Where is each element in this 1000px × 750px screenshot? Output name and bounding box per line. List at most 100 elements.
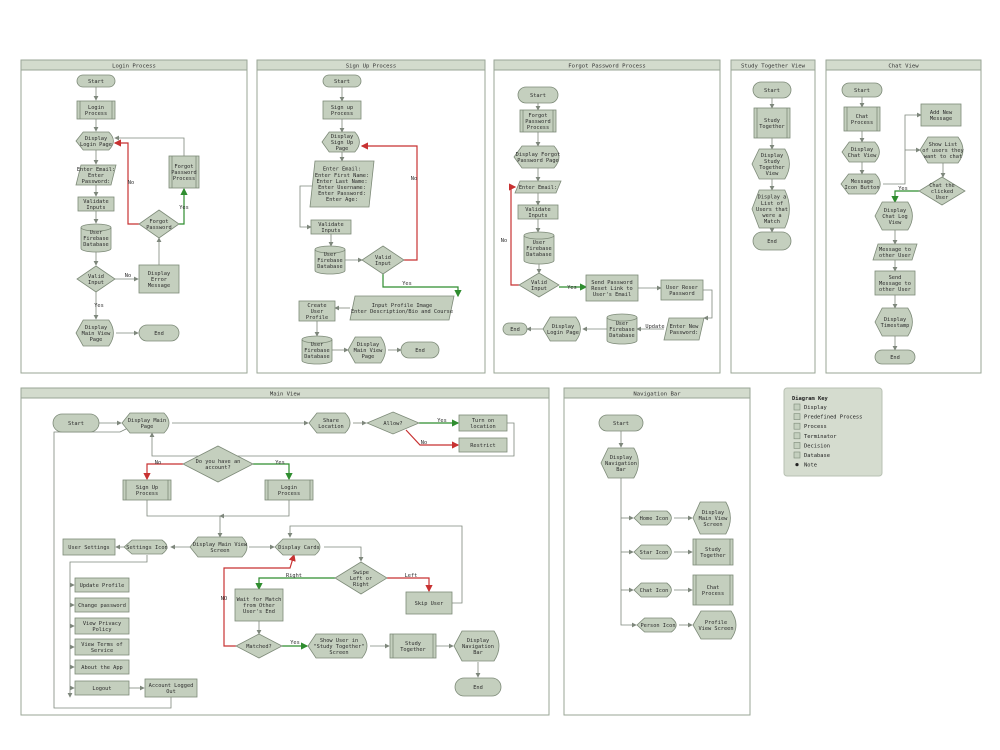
connector (703, 289, 713, 321)
process-label: About the App (81, 665, 122, 671)
node-m-restrict: Restrict (458, 437, 508, 453)
node-m-about: About the App (74, 659, 130, 675)
connector-label: Yes (898, 186, 908, 192)
terminator-label: Start (68, 421, 84, 427)
display-label: Settings Icon (126, 545, 167, 551)
connector-label: No (128, 180, 134, 186)
connector (219, 500, 290, 519)
connector-label: No (421, 440, 427, 446)
display-label: Chat Icon (640, 588, 669, 594)
node-m-up: Update Profile (74, 577, 130, 593)
legend-item-display: Display (793, 403, 827, 411)
legend-item-decision: Decision (793, 442, 830, 449)
node-m-show: Show User in"Study Together"Screen (307, 633, 368, 659)
node-n-start: Start (598, 414, 644, 432)
node-l-end: End (138, 324, 180, 342)
frame-title: Main View (270, 391, 301, 397)
node-t-end: End (752, 231, 792, 251)
process-label: Update Profile (80, 583, 125, 589)
frame-title: Study Together View (741, 63, 806, 69)
legend-item-note: Note (795, 463, 817, 469)
connector (67, 555, 148, 698)
node-n-person: Person Icon (636, 617, 677, 633)
decision-label: Matched? (246, 644, 272, 650)
process-label: Skip User (415, 601, 444, 607)
connector-label: Yes (567, 285, 577, 291)
legend-item-process: Process (793, 422, 827, 430)
node-c-end: End (874, 349, 916, 365)
node-m-settings: Settings Icon (123, 539, 168, 555)
terminator-label: End (154, 331, 164, 337)
node-l-start: Start (76, 74, 116, 88)
connector-label: Update (645, 324, 664, 330)
connector (287, 525, 463, 604)
connector-label: Yes (402, 281, 412, 287)
legend-item-predefined-process: Predefined Process (793, 413, 862, 421)
data-input-label: Enter Email: (519, 185, 557, 191)
frame-title: Navigation Bar (633, 391, 681, 397)
connector-label: Right (286, 573, 302, 579)
node-s-enter: Enter Email:Enter First Name:Enter Last … (309, 160, 375, 208)
frame-sign-up-process: Sign Up Process (256, 59, 486, 374)
frame-login-process: Login Process (20, 59, 248, 374)
legend-label: Process (804, 424, 827, 430)
terminator-label: Start (764, 88, 780, 94)
frame-title: Forgot Password Process (568, 63, 645, 69)
connector (143, 463, 183, 481)
connector (382, 274, 462, 298)
node-f-enter: Enter Email: (514, 180, 562, 194)
node-c-start: Start (841, 82, 883, 98)
legend-label: Note (804, 463, 817, 469)
